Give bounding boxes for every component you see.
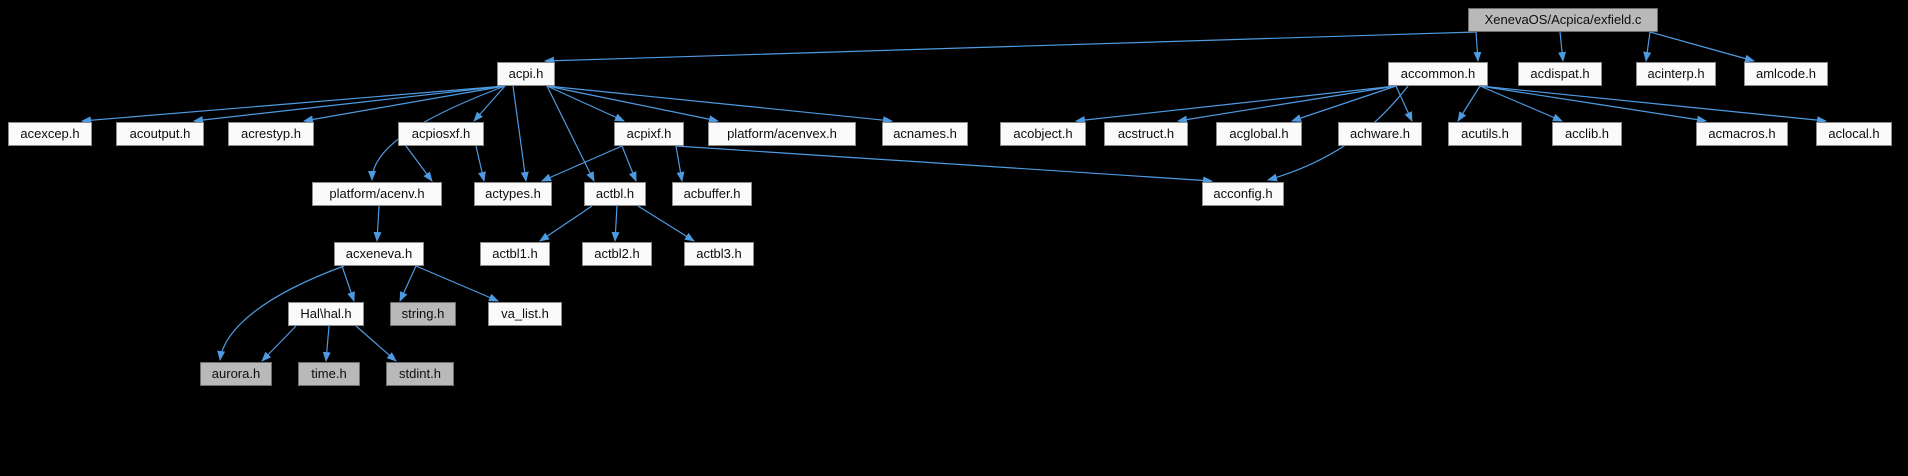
- include-edge-acpi-acexcep: [81, 85, 506, 125]
- graph-node-accommon[interactable]: accommon.h: [1388, 62, 1488, 86]
- include-edge-accommon-acutils: [1457, 85, 1481, 122]
- include-edge-acxeneva-halhal: [341, 265, 355, 302]
- graph-node-time: time.h: [298, 362, 360, 386]
- include-edge-actbl-actbl1: [539, 205, 593, 242]
- include-edge-acenv-acxeneva: [373, 205, 382, 242]
- include-edge-acpi-acnames: [546, 85, 893, 125]
- graph-node-actypes[interactable]: actypes.h: [474, 182, 552, 206]
- graph-node-acpiosxf[interactable]: acpiosxf.h: [398, 122, 484, 146]
- graph-node-acpi[interactable]: acpi.h: [497, 62, 555, 86]
- graph-node-acbuffer[interactable]: acbuffer.h: [672, 182, 752, 206]
- include-edge-exfield-acpi: [544, 31, 1477, 65]
- graph-node-acenvex[interactable]: platform/acenvex.h: [708, 122, 856, 146]
- graph-node-acobject[interactable]: acobject.h: [1000, 122, 1086, 146]
- graph-node-acdispat[interactable]: acdispat.h: [1518, 62, 1602, 86]
- include-edge-exfield-acinterp: [1643, 31, 1652, 62]
- graph-node-actbl2[interactable]: actbl2.h: [582, 242, 652, 266]
- include-edge-accommon-acglobal: [1291, 85, 1397, 122]
- graph-node-achware[interactable]: achware.h: [1338, 122, 1422, 146]
- include-edge-accommon-acclib: [1479, 85, 1563, 122]
- include-edge-accommon-aclocal: [1479, 85, 1827, 125]
- graph-node-string: string.h: [390, 302, 456, 326]
- include-edge-acxeneva-valist: [415, 265, 499, 302]
- graph-node-acglobal[interactable]: acglobal.h: [1216, 122, 1302, 146]
- graph-node-acxeneva[interactable]: acxeneva.h: [334, 242, 424, 266]
- include-edge-acpiosxf-acenv: [405, 145, 433, 182]
- include-edge-accommon-acobject: [1075, 85, 1397, 124]
- include-edge-halhal-aurora: [261, 325, 297, 362]
- include-edge-actbl-actbl2: [611, 205, 620, 242]
- graph-node-acnames[interactable]: acnames.h: [882, 122, 968, 146]
- graph-node-acmacros[interactable]: acmacros.h: [1696, 122, 1788, 146]
- include-edge-acpixf-acconfig: [675, 145, 1213, 185]
- graph-node-acconfig[interactable]: acconfig.h: [1202, 182, 1284, 206]
- include-edge-acpi-actypes: [512, 85, 529, 182]
- graph-node-actbl[interactable]: actbl.h: [584, 182, 646, 206]
- graph-node-stdint: stdint.h: [386, 362, 454, 386]
- graph-node-halhal[interactable]: Hal\hal.h: [288, 302, 364, 326]
- graph-node-acutils[interactable]: acutils.h: [1448, 122, 1522, 146]
- graph-node-acclib[interactable]: acclib.h: [1552, 122, 1622, 146]
- include-edge-exfield-acdispat: [1558, 31, 1567, 62]
- graph-node-acrestyp[interactable]: acrestyp.h: [228, 122, 314, 146]
- include-edge-acpi-acrestyp: [303, 85, 506, 124]
- graph-node-aurora: aurora.h: [200, 362, 272, 386]
- graph-node-acstruct[interactable]: acstruct.h: [1104, 122, 1188, 146]
- include-edge-accommon-acmacros: [1479, 85, 1707, 124]
- include-edge-halhal-time: [322, 325, 331, 362]
- include-edge-actbl-actbl3: [637, 205, 695, 242]
- graph-node-valist[interactable]: va_list.h: [488, 302, 562, 326]
- include-edge-exfield-accommon: [1473, 31, 1482, 62]
- include-edge-acpixf-actbl: [621, 145, 637, 182]
- graph-node-acoutput[interactable]: acoutput.h: [116, 122, 204, 146]
- graph-node-acenv[interactable]: platform/acenv.h: [312, 182, 442, 206]
- graph-node-acpixf[interactable]: acpixf.h: [614, 122, 684, 146]
- include-edge-acpixf-acbuffer: [675, 145, 685, 182]
- include-edge-acpi-acpiosxf: [473, 85, 506, 122]
- include-edge-acpi-acoutput: [193, 85, 506, 124]
- include-edge-accommon-achware: [1395, 85, 1413, 122]
- graph-node-actbl1[interactable]: actbl1.h: [480, 242, 550, 266]
- graph-node-amlcode[interactable]: amlcode.h: [1744, 62, 1828, 86]
- graph-node-acinterp[interactable]: acinterp.h: [1636, 62, 1716, 86]
- include-edge-acpi-acpixf: [546, 85, 625, 122]
- include-edge-acxeneva-aurora: [217, 265, 345, 361]
- graph-node-aclocal[interactable]: aclocal.h: [1816, 122, 1892, 146]
- include-edge-exfield-amlcode: [1649, 31, 1755, 63]
- include-edge-halhal-stdint: [355, 325, 397, 362]
- include-edge-acxeneva-string: [399, 265, 417, 302]
- include-edge-acpixf-actypes: [541, 145, 623, 182]
- include-edge-acpi-acenvex: [546, 85, 719, 124]
- include-edge-accommon-acstruct: [1177, 85, 1397, 124]
- include-edge-acpiosxf-actypes: [475, 145, 486, 182]
- graph-node-actbl3[interactable]: actbl3.h: [684, 242, 754, 266]
- graph-node-acexcep[interactable]: acexcep.h: [8, 122, 92, 146]
- graph-node-exfield: XenevaOS/Acpica/exfield.c: [1468, 8, 1658, 32]
- include-edge-acpi-actbl: [546, 85, 595, 182]
